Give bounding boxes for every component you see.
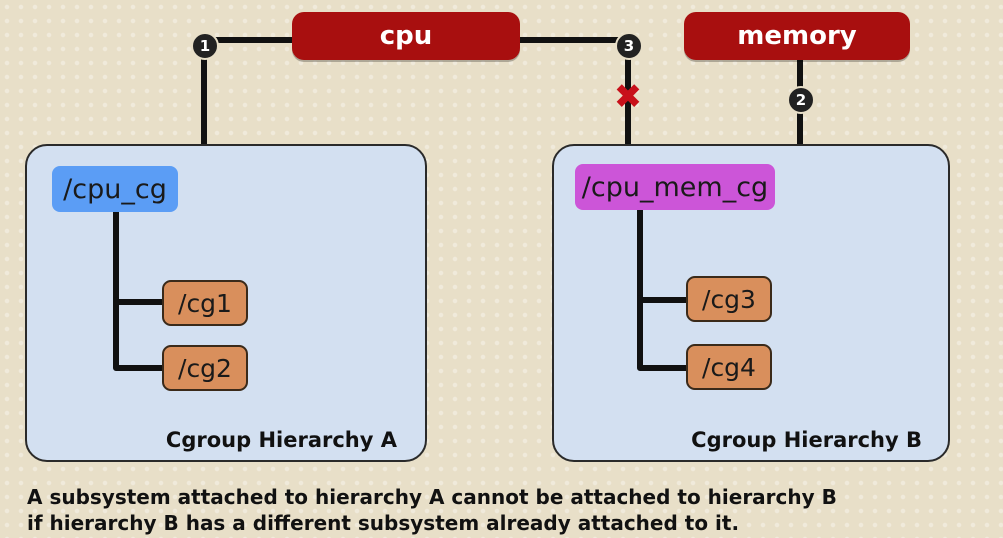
badge-2: 2 <box>787 86 815 114</box>
hierarchy-a-label: Cgroup Hierarchy A <box>165 428 397 452</box>
caption-line-2: if hierarchy B has a different subsystem… <box>27 511 740 535</box>
caption-line-1: A subsystem attached to hierarchy A cann… <box>27 485 837 509</box>
cgroup-cg3: /cg3 <box>686 276 772 322</box>
badge-3: 3 <box>615 32 643 60</box>
badge-1: 1 <box>191 32 219 60</box>
cgroup-cg2: /cg2 <box>162 345 248 391</box>
cgroup-cpu-cg: /cpu_cg <box>52 166 178 212</box>
caption: A subsystem attached to hierarchy A cann… <box>27 484 987 536</box>
cgroup-cpu-mem-cg: /cpu_mem_cg <box>575 164 775 210</box>
cgroup-cg4: /cg4 <box>686 344 772 390</box>
cpu-subsystem: cpu <box>292 12 520 60</box>
hierarchy-b-label: Cgroup Hierarchy B <box>691 428 922 452</box>
cpu-to-hierarchy-a-line <box>201 37 303 149</box>
blocked-attachment-mark: ✖ <box>613 77 643 117</box>
cgroup-cg1: /cg1 <box>162 280 248 326</box>
memory-subsystem: memory <box>684 12 910 60</box>
